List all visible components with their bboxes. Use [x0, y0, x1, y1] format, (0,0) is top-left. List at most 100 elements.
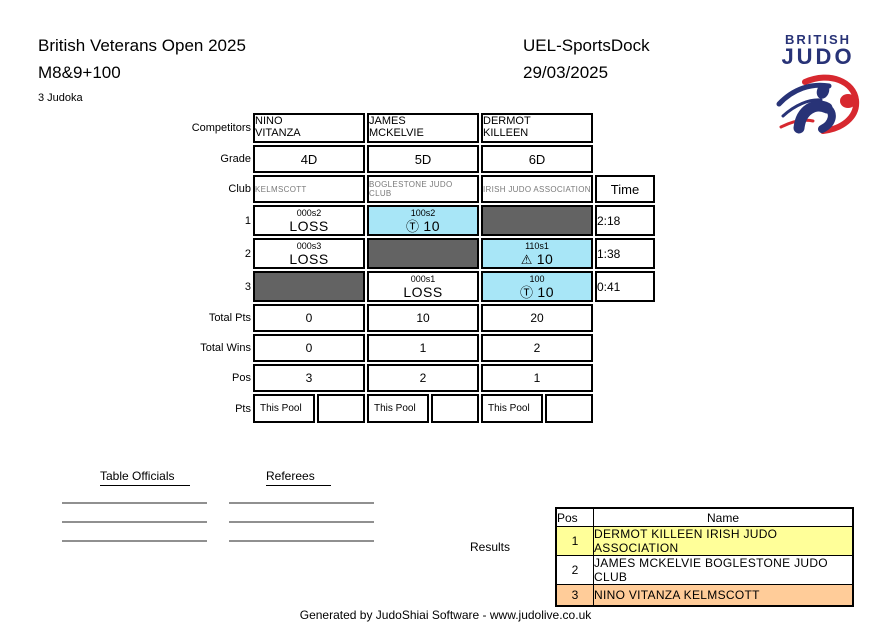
pos-row: Pos 3 2 1 [185, 364, 655, 392]
match-score: 000s2 [296, 208, 322, 218]
match-cell-loss: 000s1 LOSS [367, 271, 479, 302]
row-label-club: Club [228, 183, 251, 195]
pts-cell: This Pool [367, 394, 479, 423]
competitor-last-name: KILLEEN [483, 127, 529, 139]
header-venue-date: UEL-SportsDock 29/03/2025 [523, 36, 650, 83]
match-cell-blocked [253, 271, 365, 302]
match-cell-loss: 000s3 LOSS [253, 238, 365, 269]
row-label-total-wins: Total Wins [200, 342, 251, 354]
match-result: ⚠ 10 [483, 251, 591, 268]
pts-empty-box [431, 394, 479, 423]
signature-line [62, 502, 207, 504]
results-header-row: Pos Name [555, 507, 854, 527]
this-pool-box: This Pool [481, 394, 543, 423]
result-pos: 3 [555, 584, 594, 607]
pool-sheet-table: Competitors NINO VITANZA JAMES MCKELVIE … [183, 111, 657, 425]
result-name: DERMOT KILLEEN IRISH JUDO ASSOCIATION [593, 526, 854, 556]
logo-text-british: BRITISH [785, 32, 851, 47]
competitor-name-cell: JAMES MCKELVIE [367, 113, 479, 143]
row-label-grade: Grade [220, 153, 251, 165]
match-time: 0:41 [595, 271, 655, 302]
match-result: LOSS [289, 251, 329, 267]
competitor-first-name: NINO [255, 115, 283, 127]
match-time: 2:18 [595, 205, 655, 236]
result-name: JAMES MCKELVIE BOGLESTONE JUDO CLUB [593, 555, 854, 585]
signature-line [229, 502, 374, 504]
match-score: 110s1 [525, 241, 549, 251]
total-wins-row: Total Wins 0 1 2 [185, 334, 655, 362]
spacer-cell [595, 145, 655, 173]
british-judo-logo: BRITISH JUDO [770, 32, 866, 139]
match-number: 3 [244, 280, 251, 293]
club-cell: KELMSCOTT [253, 175, 365, 203]
competitor-first-name: DERMOT [483, 115, 531, 127]
pos-cell: 2 [367, 364, 479, 392]
spacer-cell [595, 304, 655, 332]
total-pts-cell: 10 [367, 304, 479, 332]
row-label-competitors: Competitors [191, 122, 251, 134]
match-number: 2 [244, 247, 251, 260]
header-left: British Veterans Open 2025 M8&9+100 3 Ju… [38, 36, 246, 104]
club-cell: BOGLESTONE JUDO CLUB [367, 175, 479, 203]
signature-line [62, 540, 207, 542]
grade-cell: 5D [367, 145, 479, 173]
match-number: 1 [244, 214, 251, 227]
club-row: Club KELMSCOTT BOGLESTONE JUDO CLUB IRIS… [185, 175, 655, 203]
match-score: 000s1 [410, 274, 436, 284]
result-pos: 1 [555, 526, 594, 556]
match-row-3: 3 000s1 LOSS 100 Ⓣ 10 0:41 [185, 271, 655, 302]
circled-t-icon: Ⓣ [406, 219, 420, 234]
match-cell-win: 100 Ⓣ 10 [481, 271, 593, 302]
table-officials-label: Table Officials [100, 469, 191, 486]
match-result: Ⓣ 10 [369, 218, 477, 235]
results-label: Results [470, 540, 511, 554]
pts-cell: This Pool [253, 394, 365, 423]
match-cell-win: 100s2 Ⓣ 10 [367, 205, 479, 236]
pts-row: Pts This Pool This Pool This Pool [185, 394, 655, 423]
match-row-1: 1 000s2 LOSS 100s2 Ⓣ 10 2:18 [185, 205, 655, 236]
category-title: M8&9+100 [38, 63, 121, 82]
match-score: 100 [529, 274, 545, 284]
total-pts-cell: 20 [481, 304, 593, 332]
event-date: 29/03/2025 [523, 63, 609, 82]
total-pts-row: Total Pts 0 10 20 [185, 304, 655, 332]
judo-throw-figure-icon [776, 74, 860, 134]
total-wins-cell: 0 [253, 334, 365, 362]
competitor-name-cell: DERMOT KILLEEN [481, 113, 593, 143]
row-label-pos: Pos [232, 372, 251, 384]
pos-cell: 1 [481, 364, 593, 392]
result-pos: 2 [555, 555, 594, 585]
competitors-row: Competitors NINO VITANZA JAMES MCKELVIE … [185, 113, 655, 143]
match-score: 000s3 [296, 241, 322, 251]
row-label-total-pts: Total Pts [208, 312, 251, 324]
results-row-3: 3 NINO VITANZA KELMSCOTT [555, 584, 854, 607]
circled-t-icon: Ⓣ [520, 285, 534, 300]
spacer-cell [595, 334, 655, 362]
results-row-2: 2 JAMES MCKELVIE BOGLESTONE JUDO CLUB [555, 555, 854, 585]
judoka-count: 3 Judoka [38, 92, 83, 104]
this-pool-box: This Pool [367, 394, 429, 423]
total-wins-cell: 2 [481, 334, 593, 362]
grade-cell: 4D [253, 145, 365, 173]
time-column-header: Time [595, 175, 655, 203]
pts-empty-box [317, 394, 365, 423]
logo-text-judo: JUDO [781, 44, 855, 69]
competitor-last-name: VITANZA [255, 127, 301, 139]
match-cell-blocked [367, 238, 479, 269]
match-cell-loss: 000s2 LOSS [253, 205, 365, 236]
results-col-name: Name [593, 507, 854, 527]
signature-line [229, 540, 374, 542]
match-result: LOSS [403, 284, 443, 300]
this-pool-box: This Pool [253, 394, 315, 423]
match-score: 100s2 [410, 208, 436, 218]
competitor-last-name: MCKELVIE [369, 127, 424, 139]
spacer-cell [595, 394, 655, 423]
row-label-pts: Pts [235, 402, 251, 415]
match-points: 10 [423, 218, 440, 234]
match-time: 1:38 [595, 238, 655, 269]
generator-credit: Generated by JudoShiai Software - www.ju… [299, 608, 592, 622]
competitor-name-cell: NINO VITANZA [253, 113, 365, 143]
pts-empty-box [545, 394, 593, 423]
grade-cell: 6D [481, 145, 593, 173]
event-title: British Veterans Open 2025 [38, 36, 246, 55]
